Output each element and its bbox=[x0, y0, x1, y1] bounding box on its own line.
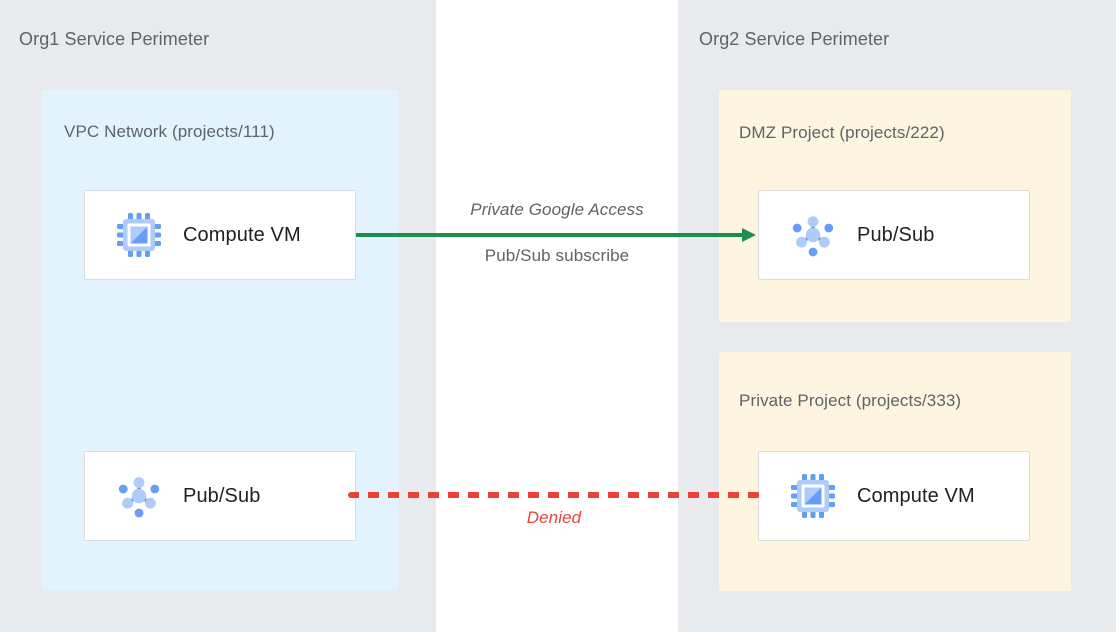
resource-card-compute-vm-left-label: Compute VM bbox=[183, 223, 301, 246]
compute-vm-icon bbox=[787, 470, 839, 522]
perimeter-org2-title: Org2 Service Perimeter bbox=[699, 29, 890, 49]
resource-card-pubsub-left[interactable]: Pub/Sub bbox=[84, 451, 356, 541]
connector-allowed-label-top: Private Google Access bbox=[470, 200, 644, 219]
resource-card-compute-vm-left[interactable]: Compute VM bbox=[84, 190, 356, 280]
resource-card-compute-vm-right-label: Compute VM bbox=[857, 484, 975, 507]
resource-card-compute-vm-right[interactable]: Compute VM bbox=[758, 451, 1030, 541]
resource-card-pubsub-right-label: Pub/Sub bbox=[857, 223, 935, 246]
connector-denied-line bbox=[348, 492, 760, 498]
pubsub-icon bbox=[787, 209, 839, 261]
connector-allowed-arrow bbox=[356, 227, 758, 243]
connector-allowed-label-bottom: Pub/Sub subscribe bbox=[484, 246, 630, 265]
project-panel-vpc-title: VPC Network (projects/111) bbox=[64, 122, 275, 141]
connector-denied-label: Denied bbox=[526, 508, 582, 527]
perimeter-org1-title: Org1 Service Perimeter bbox=[19, 29, 210, 49]
project-panel-private-title: Private Project (projects/333) bbox=[739, 391, 962, 410]
pubsub-icon bbox=[113, 470, 165, 522]
compute-vm-icon bbox=[113, 209, 165, 261]
project-panel-dmz-title: DMZ Project (projects/222) bbox=[739, 123, 945, 142]
resource-card-pubsub-left-label: Pub/Sub bbox=[183, 484, 261, 507]
resource-card-pubsub-right[interactable]: Pub/Sub bbox=[758, 190, 1030, 280]
